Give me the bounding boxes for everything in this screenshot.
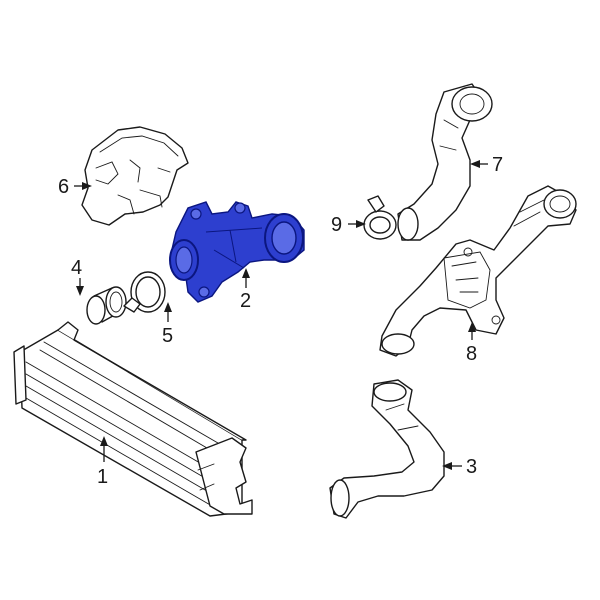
part-7-hose: [397, 83, 493, 241]
callout-7: 7: [492, 154, 503, 176]
callout-labels: 1 2 3 4 5 6 7 8 9: [58, 154, 503, 488]
part-8-hose-housing: [379, 185, 577, 357]
part-5-clamp: [123, 271, 166, 313]
part-2-intake-pipe: [169, 201, 305, 303]
callout-4: 4: [71, 257, 82, 279]
part-4-coupling: [86, 286, 127, 325]
callout-8: 8: [466, 343, 477, 365]
part-1-intercooler: [13, 321, 253, 517]
callout-9: 9: [331, 214, 342, 236]
part-9-clamp: [363, 195, 397, 240]
callout-1: 1: [97, 466, 108, 488]
part-3-hose: [329, 379, 445, 519]
callout-2: 2: [240, 290, 251, 312]
leader-lines: [74, 160, 488, 470]
callout-5: 5: [162, 325, 173, 347]
callout-6: 6: [58, 176, 69, 198]
callout-3: 3: [466, 456, 477, 478]
part-6-shield: [81, 126, 189, 226]
